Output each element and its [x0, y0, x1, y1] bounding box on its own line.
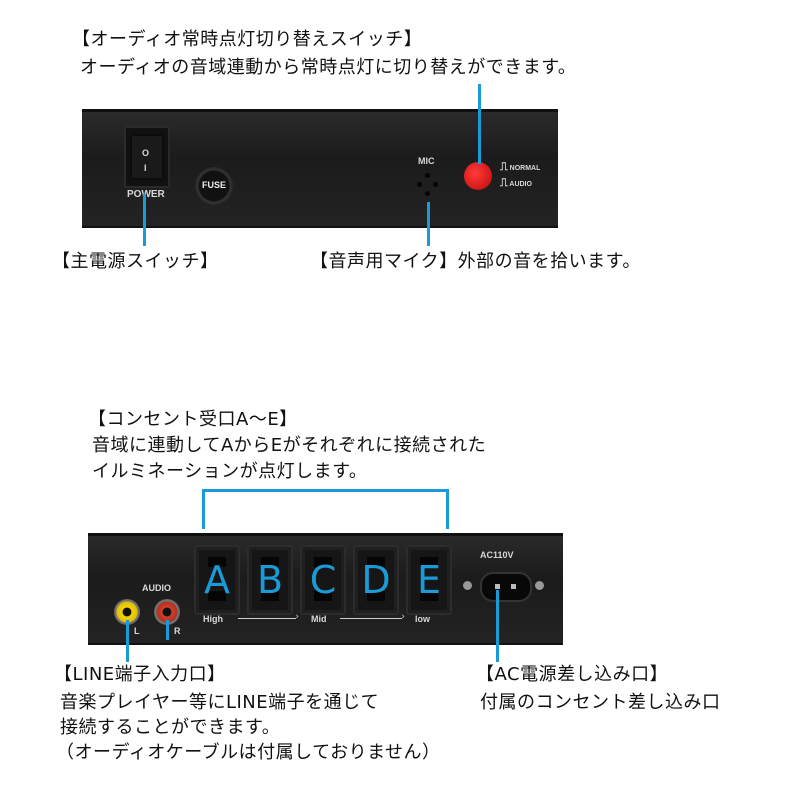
- ac-inlet[interactable]: [480, 572, 532, 602]
- outlet-d-letter: D: [361, 558, 391, 602]
- switch-title: 【オーディオ常時点灯切り替えスイッチ】: [72, 29, 423, 50]
- line-input-title: 【LINE端子入力口】: [54, 664, 226, 685]
- mic-label: MIC: [418, 156, 435, 166]
- ac-callout-line: [496, 590, 499, 662]
- mode-toggle-button[interactable]: [464, 162, 492, 190]
- fuse-label: FUSE: [202, 180, 227, 190]
- line-input-callout-line: [126, 620, 129, 662]
- outlet-title: 【コンセント受口A〜E】: [88, 409, 298, 430]
- outlet-description-2: イルミネーションが点灯します。: [92, 461, 368, 482]
- power-callout-line: [143, 194, 146, 246]
- power-switch[interactable]: O I: [124, 126, 170, 188]
- rear-panel: AUDIO L R A B C D E High › Mid › low AC1…: [88, 533, 563, 645]
- outlet-e[interactable]: E: [406, 545, 452, 615]
- left-label: L: [134, 626, 140, 636]
- fuse-holder[interactable]: FUSE: [195, 167, 233, 205]
- screw-icon: [535, 581, 544, 590]
- ac-title: 【AC電源差し込み口】: [476, 664, 669, 685]
- line-input-description-3: （オーディオケーブルは付属しておりません）: [56, 742, 441, 763]
- outlet-c[interactable]: C: [300, 545, 346, 615]
- range-low-label: low: [415, 614, 430, 624]
- line-input-callout-line-right: [166, 620, 169, 640]
- power-off-mark: I: [144, 163, 147, 173]
- line-input-description-1: 音楽プレイヤー等にLINE端子を通じて: [60, 692, 380, 713]
- audio-label: AUDIO: [142, 583, 171, 593]
- ac-description: 付属のコンセント差し込み口: [480, 692, 721, 713]
- mic-callout: 【音声用マイク】外部の音を拾います。: [310, 251, 641, 272]
- outlet-b-letter: B: [256, 558, 284, 602]
- power-callout: 【主電源スイッチ】: [52, 251, 219, 272]
- outlet-b[interactable]: B: [247, 545, 293, 615]
- mode-normal-label: ⎍ NORMAL: [500, 161, 541, 173]
- arrow-high-to-mid-icon: ›: [238, 612, 299, 622]
- range-high-label: High: [203, 614, 223, 624]
- outlet-a[interactable]: A: [194, 545, 240, 615]
- range-mid-label: Mid: [311, 614, 327, 624]
- line-input-description-2: 接続することができます。: [60, 717, 281, 738]
- front-panel: O I POWER FUSE MIC ⎍ NORMAL ⎍ AUDIO: [82, 109, 558, 228]
- arrow-mid-to-low-icon: ›: [340, 612, 405, 622]
- switch-callout-line: [478, 84, 481, 164]
- outlet-description-1: 音域に連動してAからEがそれぞれに接続された: [92, 435, 487, 456]
- right-label: R: [174, 626, 181, 636]
- ac-voltage-label: AC110V: [480, 550, 514, 560]
- mode-audio-label: ⎍ AUDIO: [500, 177, 532, 189]
- outlet-d[interactable]: D: [353, 545, 399, 615]
- outlet-c-letter: C: [309, 558, 337, 602]
- switch-description: オーディオの音域連動から常時点灯に切り替えができます。: [80, 57, 577, 78]
- outlet-a-letter: A: [204, 558, 230, 602]
- screw-icon: [463, 581, 472, 590]
- outlet-e-letter: E: [416, 558, 441, 602]
- power-on-mark: O: [142, 148, 150, 158]
- mic-callout-line: [427, 202, 430, 246]
